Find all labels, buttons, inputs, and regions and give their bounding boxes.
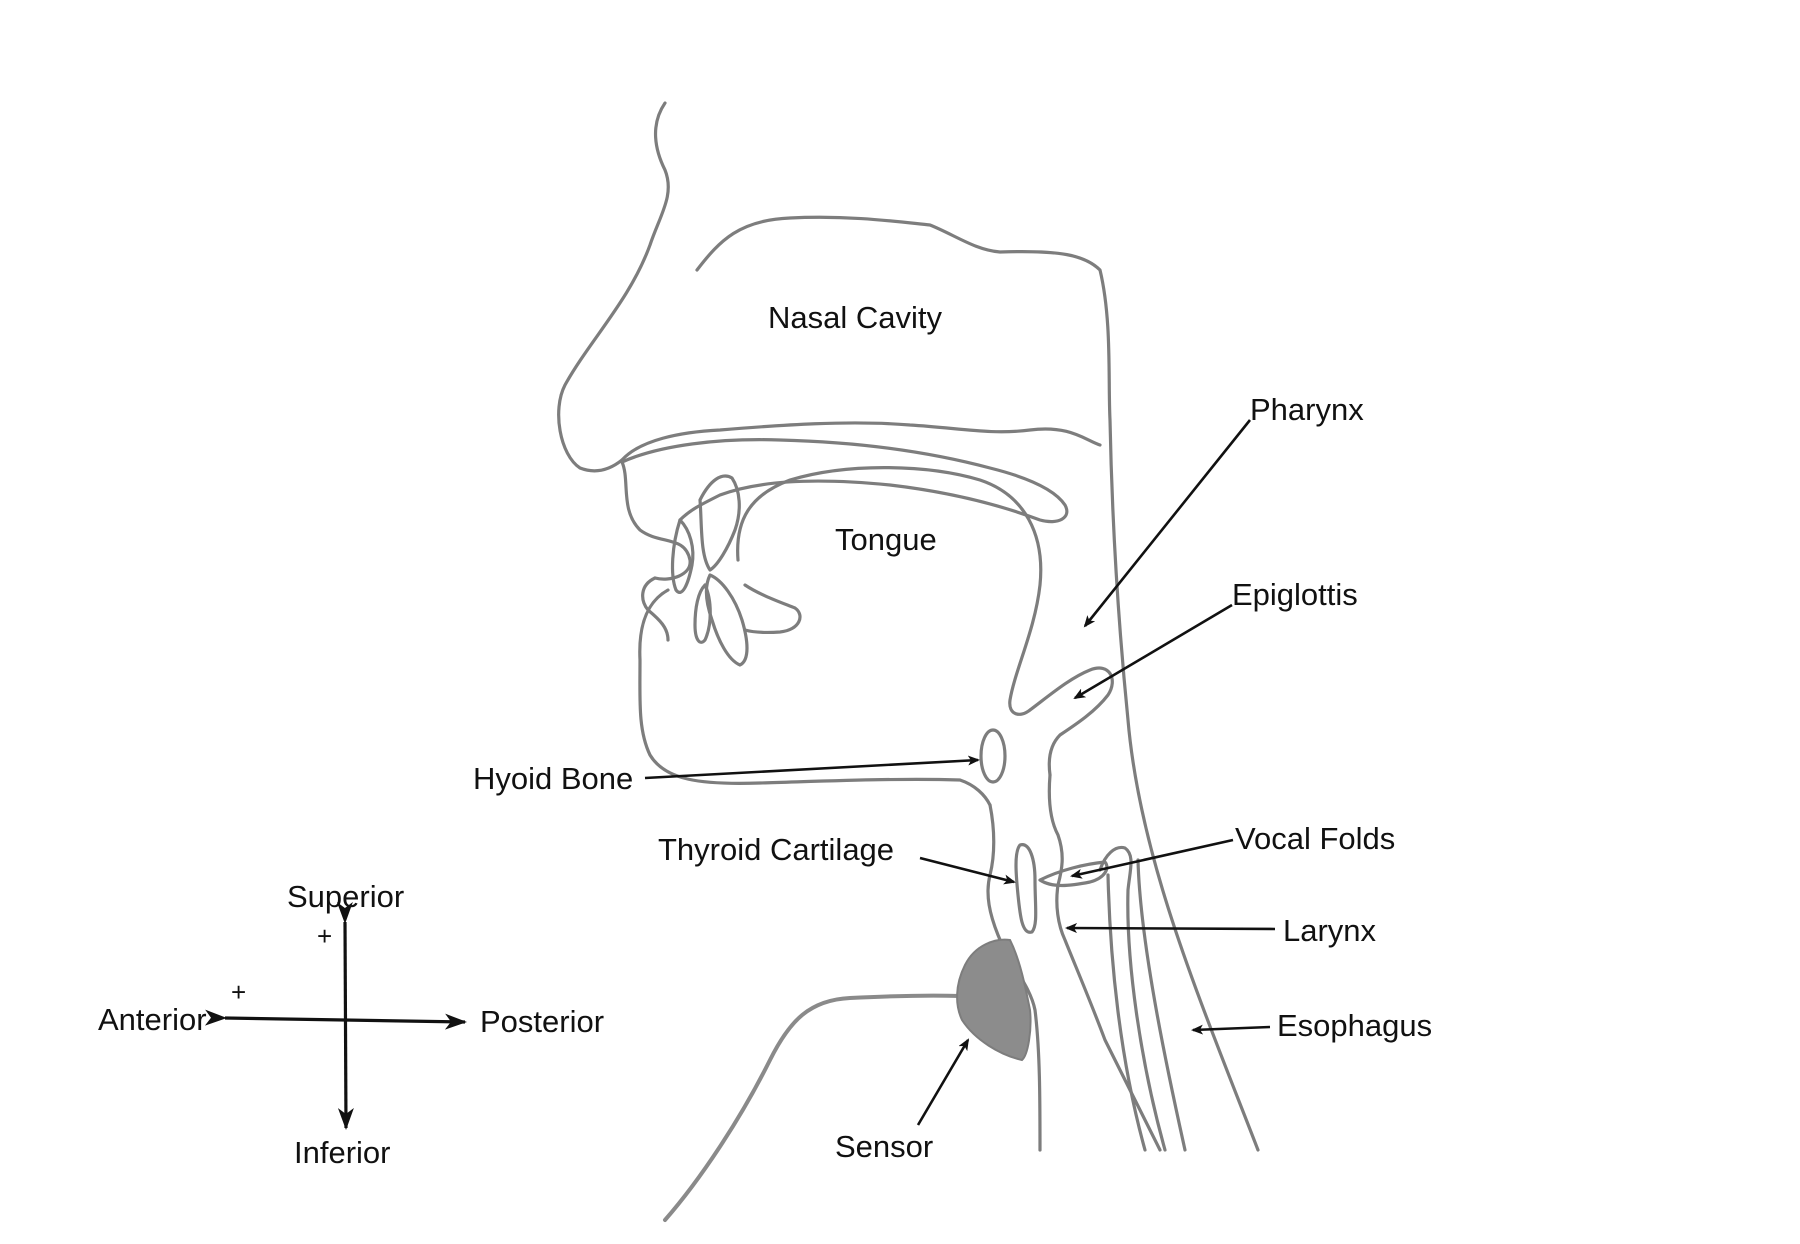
arrow-vocal-folds — [1070, 838, 1234, 879]
head-neck-outline — [557, 101, 1260, 1222]
face-profile-outline — [557, 101, 670, 473]
compass-vertical-axis — [336, 901, 354, 1130]
label-larynx: Larynx — [1283, 913, 1377, 948]
label-thyroid-cartilage: Thyroid Cartilage — [658, 832, 894, 867]
lower-lip-outline — [641, 576, 670, 642]
label-nasal-cavity: Nasal Cavity — [768, 300, 942, 335]
arrow-pharynx — [1083, 419, 1252, 628]
compass-anterior-label: Anterior — [98, 1002, 207, 1037]
esophagus-front-wall — [1098, 845, 1167, 1152]
nasal-cavity-outline — [620, 421, 1102, 462]
hyoid-bone-shape — [979, 728, 1007, 784]
thyroid-cartilage-shape — [1014, 843, 1038, 934]
label-esophagus: Esophagus — [1277, 1008, 1432, 1043]
compass-superior-label: Superior — [287, 879, 404, 914]
arrow-sensor — [916, 1038, 970, 1126]
arrow-larynx — [1065, 923, 1276, 934]
sensor-shape — [956, 938, 1032, 1062]
label-sensor: Sensor — [835, 1129, 933, 1164]
upper-lip-outline — [620, 460, 692, 581]
label-hyoid-bone: Hyoid Bone — [473, 761, 633, 796]
lower-tooth-small-outline — [693, 583, 712, 644]
skull-outline — [695, 215, 1260, 1152]
label-tongue: Tongue — [835, 522, 937, 557]
label-vocal-folds: Vocal Folds — [1235, 821, 1395, 856]
airway-posterior-wall — [1047, 773, 1162, 1152]
vocal-folds-shape — [1038, 860, 1109, 888]
compass-horizontal-axis — [204, 1009, 467, 1030]
arrow-thyroid-cartilage — [919, 856, 1016, 885]
label-epiglottis: Epiglottis — [1232, 577, 1358, 612]
compass-inferior-label: Inferior — [294, 1135, 390, 1170]
upper-teeth-outline — [698, 474, 741, 572]
esophagus-mid-wall — [1136, 858, 1187, 1152]
label-pharynx: Pharynx — [1250, 392, 1364, 427]
compass-anterior-sign: + — [231, 977, 246, 1007]
upper-tooth-left-outline — [670, 518, 695, 594]
orientation-compass: Superior + Inferior Anterior + Posterior — [98, 879, 604, 1170]
esophagus-back-wall — [1106, 873, 1147, 1152]
arrow-esophagus — [1191, 1024, 1271, 1035]
sensor-cable — [663, 993, 962, 1222]
chin-jaw-outline — [638, 588, 992, 807]
epiglottis-outline — [1028, 666, 1114, 777]
palate-outline — [620, 438, 1069, 524]
tongue-outline — [736, 466, 1043, 716]
lower-teeth-outline — [704, 573, 749, 667]
compass-posterior-label: Posterior — [480, 1004, 604, 1039]
compass-superior-sign: + — [317, 921, 332, 951]
arrow-hyoid-bone — [644, 755, 980, 780]
arrow-epiglottis — [1073, 603, 1233, 700]
tongue-tip-outline — [743, 583, 802, 634]
